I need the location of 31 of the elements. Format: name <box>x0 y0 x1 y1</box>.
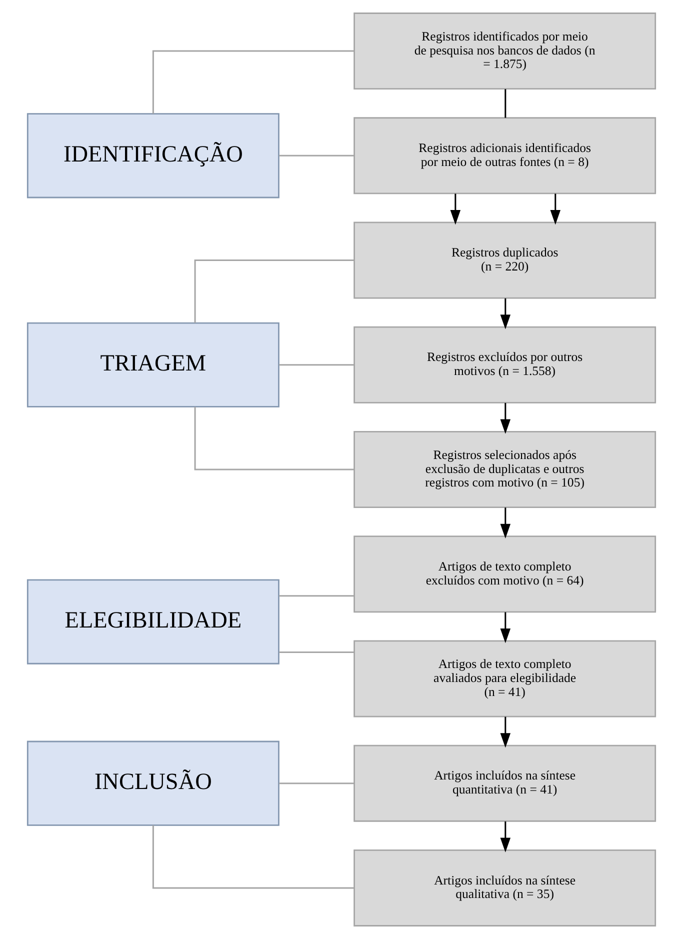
node-box: INCLUSÃO <box>26 740 279 826</box>
node-box: Artigos de texto completo excluídos com motivo (n = 64) <box>353 536 656 613</box>
connector <box>278 782 354 784</box>
arrow <box>500 508 510 539</box>
connector <box>194 406 354 470</box>
connector <box>278 154 354 156</box>
arrow <box>500 612 510 644</box>
connector <box>152 825 354 889</box>
node-box: Registros identificados por meio de pesquisa nos bancos de dados (n = 1.875) <box>353 12 656 90</box>
node-box: Registros adicionais identificados por meio de outras fontes (n = 8) <box>353 117 656 194</box>
connector <box>278 652 354 654</box>
connector <box>152 50 354 114</box>
node-box: Artigos incluídos na síntese quantitativa (n = 41) <box>353 744 656 822</box>
node-box: ELEGIBILIDADE <box>26 579 279 664</box>
node-box: TRIAGEM <box>26 322 279 408</box>
connector <box>504 89 506 118</box>
node-box: Registros selecionados após exclusão de duplicatas e outros registros com motivo (n = 105) <box>353 431 656 508</box>
node-box: Registros excluídos por outros motivos (n = 1.558) <box>353 326 656 404</box>
connector <box>278 364 354 366</box>
arrow <box>550 194 560 225</box>
arrow <box>500 298 510 330</box>
connector <box>194 260 354 323</box>
node-box: Registros duplicados (n = 220) <box>353 222 656 299</box>
arrow <box>450 194 460 225</box>
node-box: Artigos incluídos na síntese qualitativa (n = 35) <box>353 850 656 926</box>
arrow <box>500 821 510 852</box>
arrow <box>500 402 510 434</box>
node-box: IDENTIFICAÇÃO <box>26 113 279 198</box>
connector <box>278 595 354 597</box>
arrow <box>500 716 510 748</box>
node-box: Artigos de texto completo avaliados para elegibilidade (n = 41) <box>353 640 656 718</box>
